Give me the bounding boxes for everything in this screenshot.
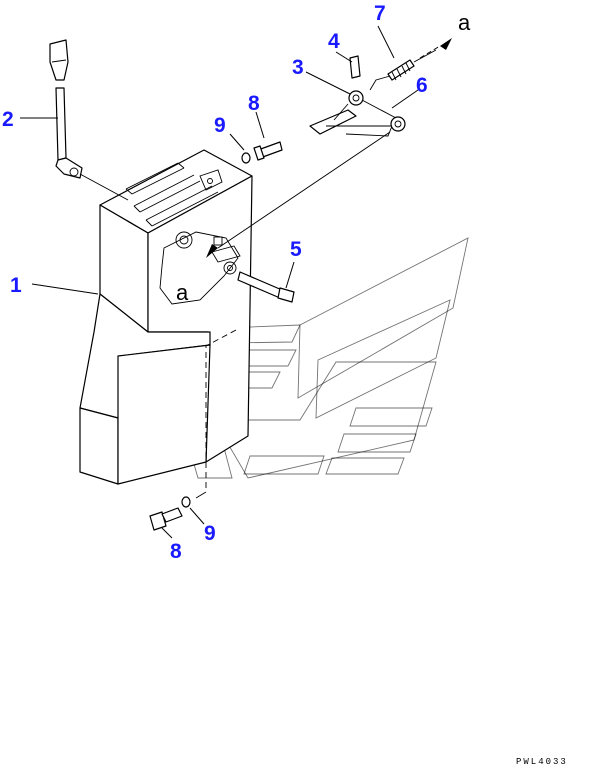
leader-lines <box>20 25 419 539</box>
lever-part <box>49 39 129 201</box>
linkage-assembly <box>309 75 406 137</box>
callout-8-bottom: 8 <box>170 540 182 563</box>
washer-bottom <box>181 496 191 508</box>
callout-5: 5 <box>290 238 302 261</box>
callout-4: 4 <box>328 30 340 53</box>
bolt-top <box>253 141 283 161</box>
callout-9-top: 9 <box>214 114 226 137</box>
cable-arrow-head <box>206 244 218 258</box>
reference-arrow <box>419 38 452 59</box>
cable-line <box>217 131 391 249</box>
washer-top <box>241 152 251 164</box>
console-body <box>79 149 253 499</box>
callout-7: 7 <box>374 2 386 25</box>
cable-spring <box>387 49 437 81</box>
callout-9-bottom: 9 <box>204 522 216 545</box>
callout-6: 6 <box>416 74 428 97</box>
ref-marker-arrow-a: a <box>458 10 471 35</box>
callout-8-top: 8 <box>248 92 260 115</box>
drawing-code: PWL4033 <box>516 757 568 767</box>
callout-1: 1 <box>10 274 22 297</box>
pin-4 <box>349 55 361 79</box>
bolt-5 <box>237 271 295 303</box>
bolt-bottom <box>149 507 183 531</box>
ref-marker-bracket-a: a <box>176 280 189 305</box>
callout-3: 3 <box>292 56 304 79</box>
callout-2: 2 <box>2 108 14 131</box>
